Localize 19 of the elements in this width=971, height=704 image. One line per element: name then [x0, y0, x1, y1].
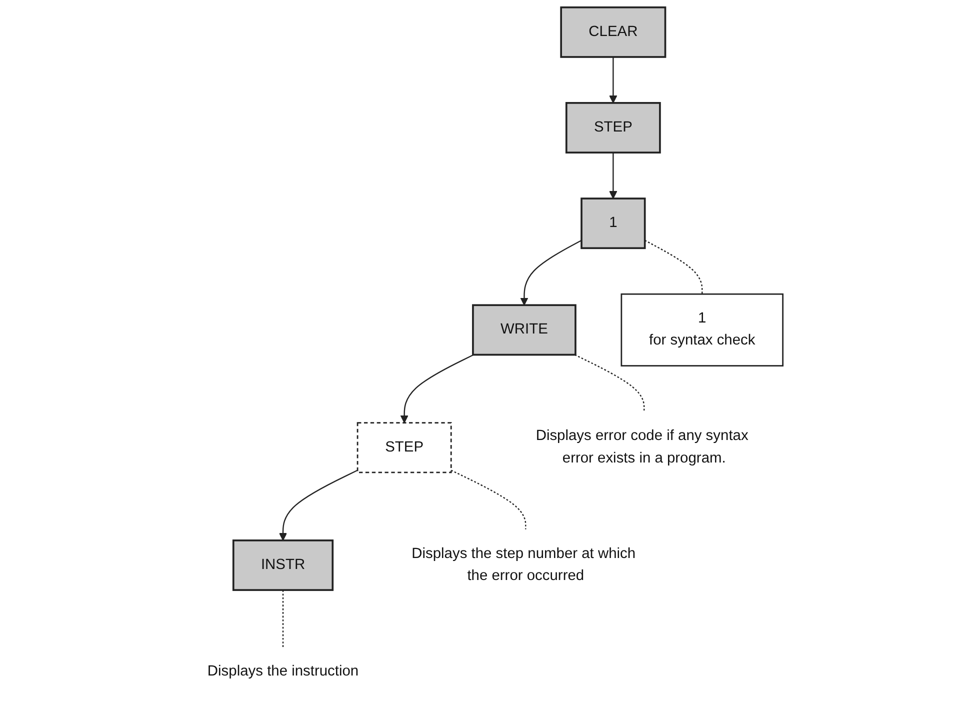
arrow	[609, 152, 618, 199]
node-box: INSTR	[232, 539, 334, 591]
node-box: WRITE	[472, 304, 576, 356]
node-box: 1	[580, 198, 646, 250]
node-text: Displays the step number at which the error occurred	[412, 546, 636, 584]
node-box: STEP	[356, 422, 452, 474]
arrow	[400, 354, 474, 424]
connector	[644, 240, 703, 294]
arrow	[278, 470, 358, 541]
node-box: CLEAR	[560, 6, 666, 58]
node-box: STEP	[565, 102, 661, 154]
arrow	[520, 240, 582, 306]
connector	[574, 354, 645, 412]
arrow	[609, 56, 618, 104]
node-text: Displays the instruction	[207, 664, 359, 680]
connector	[450, 470, 526, 530]
node-box: 1 for syntax check	[620, 293, 784, 366]
node-text: Displays error code if any syntax error exists in a program.	[536, 428, 748, 466]
connector	[282, 590, 284, 648]
